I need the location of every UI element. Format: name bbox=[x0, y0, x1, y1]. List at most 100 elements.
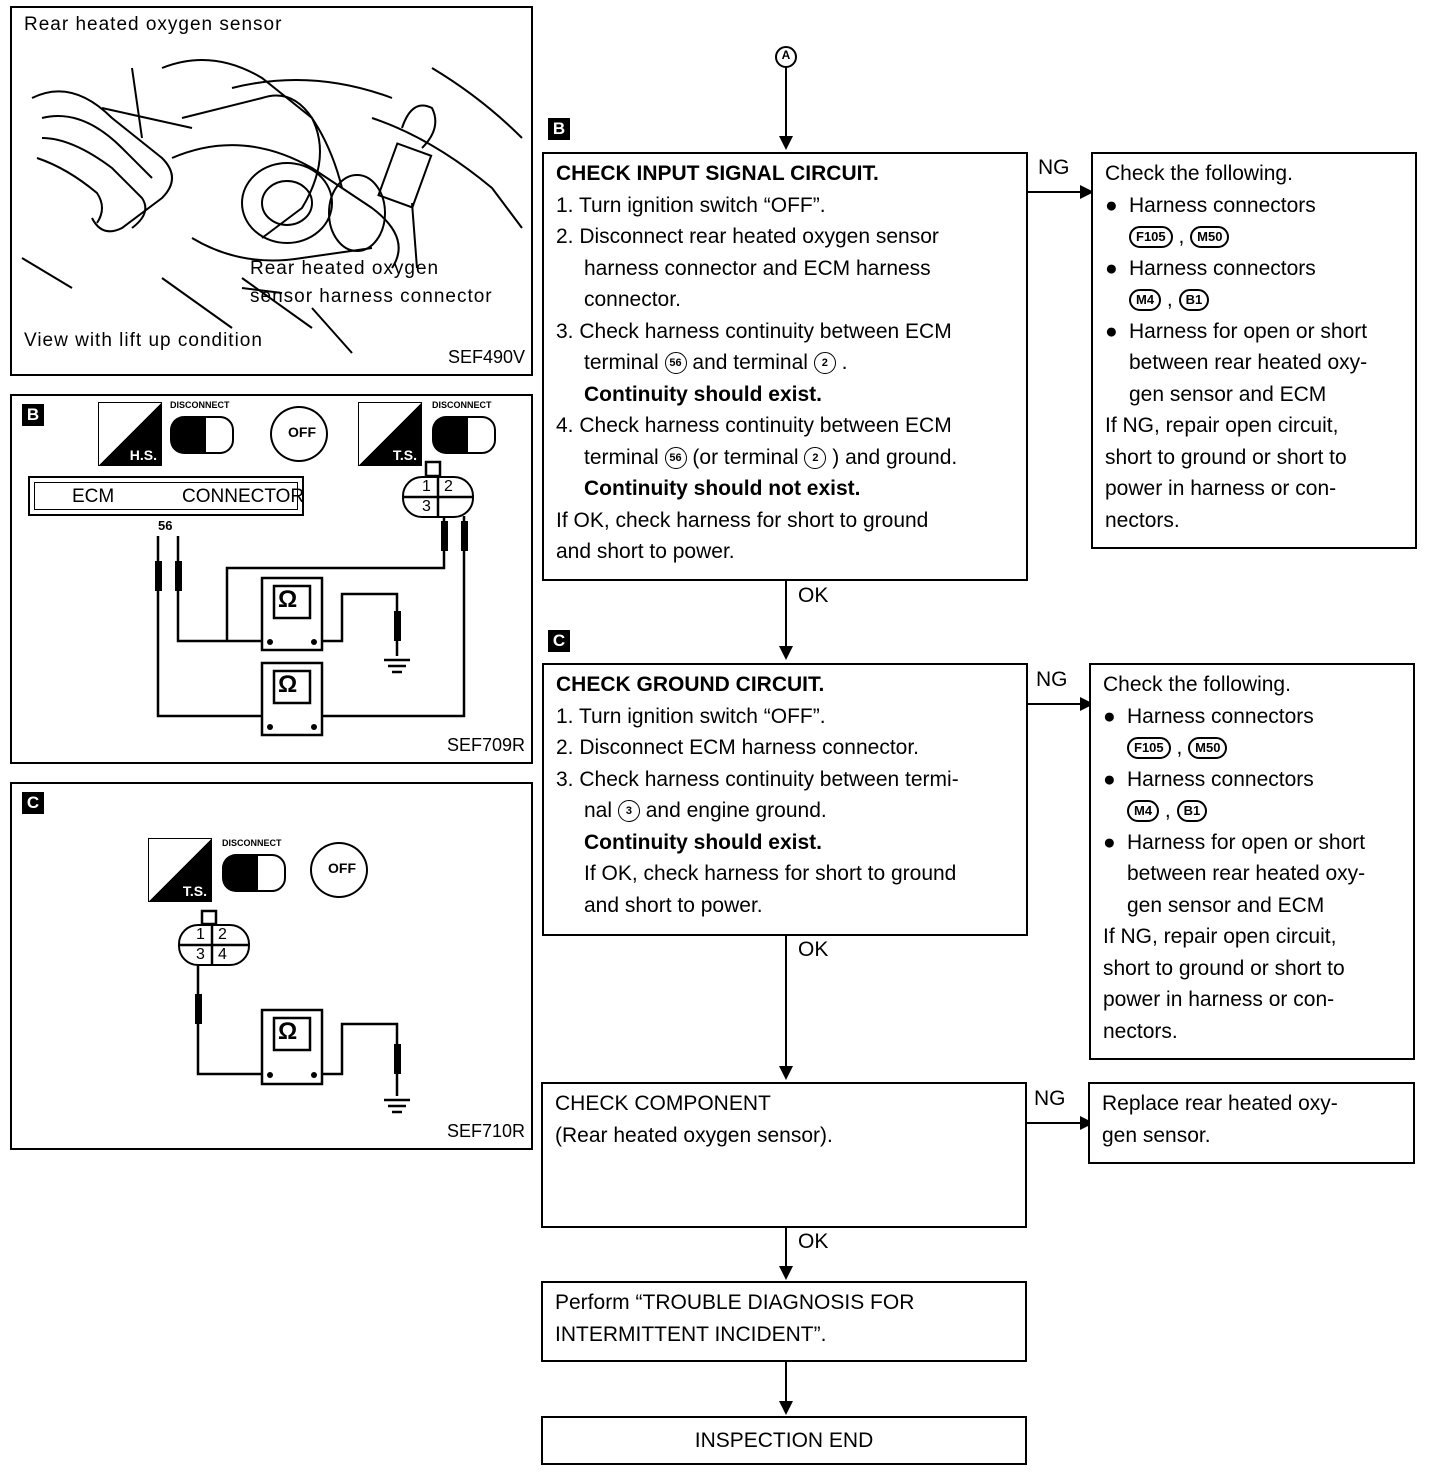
flow-tag-b: B bbox=[548, 118, 570, 140]
pin-1-c: 1 bbox=[196, 926, 205, 943]
ok-label-b: OK bbox=[798, 584, 829, 607]
step-c-line3c: Continuity should exist. bbox=[584, 830, 823, 854]
step-b-input-signal-check: CHECK INPUT SIGNAL CIRCUIT. 1. Turn igni… bbox=[542, 152, 1028, 581]
connector-m4-c: M4 bbox=[1127, 800, 1160, 823]
step-b-title: CHECK INPUT SIGNAL CIRCUIT. bbox=[556, 162, 879, 185]
ecm-connector-block: ECM CONNECTOR bbox=[28, 476, 304, 516]
ng-c-line10: nectors. bbox=[1103, 1019, 1178, 1043]
off-label-c: OFF bbox=[328, 860, 356, 876]
step-b-line2b: harness connector and ECM harness bbox=[584, 256, 931, 280]
ng-b-line3: ●Harness connectors bbox=[1105, 256, 1316, 280]
test-switch-icon-b: T.S. bbox=[358, 402, 422, 466]
hs-label: H.S. bbox=[129, 447, 157, 463]
ng-b-line7: If NG, repair open circuit, bbox=[1105, 414, 1339, 437]
ng-c-line9: power in harness or con- bbox=[1103, 988, 1335, 1011]
off-label-1: OFF bbox=[288, 424, 316, 440]
ng-c-line8: short to ground or short to bbox=[1103, 956, 1345, 980]
ng-b-line10: nectors. bbox=[1105, 508, 1180, 532]
ng-label-b: NG bbox=[1038, 156, 1070, 179]
ng-b-line4: ●Harness for open or short bbox=[1105, 319, 1368, 343]
step-c-line4b: and short to power. bbox=[584, 893, 763, 917]
ng-b-line9: power in harness or con- bbox=[1105, 477, 1337, 500]
panel-tag-c: C bbox=[22, 792, 44, 814]
ng-c-connectors-1: F105 , M50 bbox=[1103, 732, 1401, 764]
ng-b-check-list: Check the following. ●Harness connectors… bbox=[1091, 152, 1417, 549]
ts-label-c: T.S. bbox=[182, 883, 207, 899]
ng-c-line5: between rear heated oxy- bbox=[1127, 862, 1366, 885]
sensor-location-figure: Rear heated oxygen sensor Rear heated ox… bbox=[10, 6, 533, 376]
ng-b-connectors-1: F105 , M50 bbox=[1105, 221, 1403, 253]
figure-code: SEF490V bbox=[447, 347, 525, 367]
terminal-56-badge: 56 bbox=[664, 352, 687, 375]
disconnect-connector-icon-2 bbox=[432, 412, 500, 458]
step-b-line2a: 2. Disconnect rear heated oxygen sensor bbox=[556, 225, 939, 248]
circuit-figure-c: C T.S. DISCONNECT OFF 1 2 3 4 Ω bbox=[10, 782, 533, 1150]
step-d-line1: CHECK COMPONENT bbox=[555, 1092, 771, 1115]
disconnect-connector-icon-c bbox=[222, 850, 290, 896]
ng-c-line7: If NG, repair open circuit, bbox=[1103, 925, 1337, 948]
ng-label-d: NG bbox=[1034, 1087, 1066, 1110]
ng-c-check-list: Check the following. ●Harness connectors… bbox=[1089, 663, 1415, 1060]
connector-label: CONNECTOR bbox=[182, 486, 305, 507]
hood-switch-icon: H.S. bbox=[98, 402, 162, 466]
connector-a-label: A bbox=[781, 48, 791, 62]
step-b-line1: 1. Turn ignition switch “OFF”. bbox=[556, 193, 826, 217]
ng-c-connectors-2: M4 , B1 bbox=[1103, 795, 1401, 827]
view-condition-label: View with lift up condition bbox=[24, 330, 263, 351]
step-e-line1: Perform “TROUBLE DIAGNOSIS FOR bbox=[555, 1291, 915, 1314]
ohmmeter-label-c: Ω bbox=[278, 1018, 298, 1045]
connector-b1: B1 bbox=[1178, 289, 1210, 312]
step-c-line3a: 3. Check harness continuity between term… bbox=[556, 767, 959, 791]
test-switch-icon-c: T.S. bbox=[148, 838, 212, 902]
ng-b-line8: short to ground or short to bbox=[1105, 445, 1347, 469]
step-b-line5b: and short to power. bbox=[556, 540, 735, 563]
pin-2-b: 2 bbox=[444, 478, 453, 495]
wiring-c bbox=[180, 909, 410, 1114]
connector-f105: F105 bbox=[1129, 226, 1173, 249]
figure-code-c: SEF710R bbox=[446, 1121, 525, 1141]
connector-b1-c: B1 bbox=[1176, 800, 1208, 823]
inspection-end-label: INSPECTION END bbox=[694, 1429, 874, 1452]
step-b-line4b: terminal 56 (or terminal 2 ) and ground. bbox=[584, 445, 958, 469]
ng-b-connectors-2: M4 , B1 bbox=[1105, 284, 1403, 316]
disconnect-label-c: DISCONNECT bbox=[222, 838, 282, 848]
step-b-line4a: 4. Check harness continuity between ECM bbox=[556, 414, 952, 437]
circuit-figure-b: B H.S. DISCONNECT OFF T.S. DISCONNECT EC… bbox=[10, 394, 533, 764]
connector-f105-c: F105 bbox=[1127, 737, 1171, 760]
step-d-check-component: CHECK COMPONENT (Rear heated oxygen sens… bbox=[541, 1082, 1027, 1228]
step-c-line4a: If OK, check harness for short to ground bbox=[584, 862, 957, 885]
ng-c-line2: ●Harness connectors bbox=[1103, 704, 1314, 728]
flow-tag-c: C bbox=[548, 630, 570, 652]
connector-m50-c: M50 bbox=[1188, 737, 1228, 760]
ng-label-c: NG bbox=[1036, 668, 1068, 691]
step-e-line2: INTERMITTENT INCIDENT”. bbox=[555, 1322, 827, 1346]
ecm-label: ECM bbox=[72, 486, 115, 507]
ng-d-line2: gen sensor. bbox=[1102, 1123, 1211, 1147]
pin-4-c: 4 bbox=[218, 946, 227, 963]
ohmmeter-label-1: Ω bbox=[278, 586, 298, 613]
step-b-line3c: Continuity should exist. bbox=[584, 382, 823, 406]
disconnect-label-2: DISCONNECT bbox=[432, 400, 492, 410]
ng-c-line3: ●Harness connectors bbox=[1103, 767, 1314, 791]
step-c-title: CHECK GROUND CIRCUIT. bbox=[556, 673, 825, 696]
step-c-line3b: nal 3 and engine ground. bbox=[584, 799, 827, 823]
connector-m4: M4 bbox=[1129, 289, 1162, 312]
step-c-line1: 1. Turn ignition switch “OFF”. bbox=[556, 704, 826, 728]
step-d-line2: (Rear heated oxygen sensor). bbox=[555, 1123, 833, 1147]
step-e-trouble-diagnosis: Perform “TROUBLE DIAGNOSIS FOR INTERMITT… bbox=[541, 1281, 1027, 1362]
ng-d-replace-sensor: Replace rear heated oxy- gen sensor. bbox=[1088, 1082, 1415, 1164]
pin-3-b: 3 bbox=[422, 498, 431, 515]
connector-label-line1: Rear heated oxygen bbox=[250, 258, 440, 279]
inspection-end: INSPECTION END bbox=[541, 1416, 1027, 1465]
ng-d-line1: Replace rear heated oxy- bbox=[1102, 1092, 1338, 1115]
sensor-label: Rear heated oxygen sensor bbox=[24, 14, 283, 35]
ignition-off-icon-1: OFF bbox=[270, 406, 328, 462]
sensor-illustration bbox=[21, 59, 523, 354]
figure-code-b: SEF709R bbox=[446, 735, 525, 755]
panel-tag-b: B bbox=[22, 404, 44, 426]
step-b-line2c: connector. bbox=[584, 288, 681, 311]
ignition-off-icon-c: OFF bbox=[310, 842, 368, 898]
connector-m50: M50 bbox=[1190, 226, 1230, 249]
step-c-line2: 2. Disconnect ECM harness connector. bbox=[556, 736, 920, 759]
pin-1-b: 1 bbox=[422, 478, 431, 495]
